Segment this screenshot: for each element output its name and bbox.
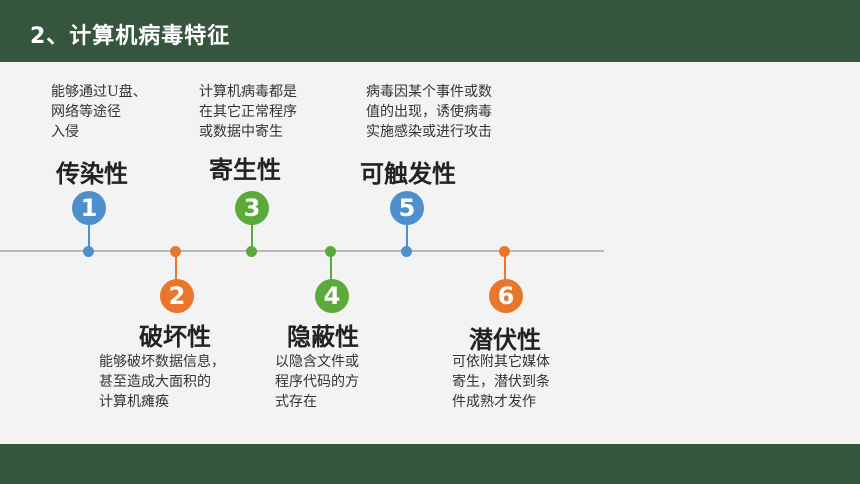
feature-1-desc: 能够通过U盘、 网络等途径 入侵 (51, 84, 147, 140)
feature-2-badge: 2 (160, 279, 194, 313)
page-title: 2、计算机病毒特征 (30, 24, 231, 49)
feature-3-stem (251, 224, 253, 251)
feature-2-stem (175, 251, 177, 281)
feature-3-desc: 计算机病毒都是 在其它正常程序 或数据中寄生 (199, 84, 297, 140)
feature-5-desc: 病毒因某个事件或数 值的出现，诱使病毒 实施感染或进行攻击 (366, 84, 492, 140)
feature-4-badge: 4 (315, 279, 349, 313)
feature-4-desc: 以隐含文件或 程序代码的方 式存在 (275, 354, 359, 410)
feature-5-dot (401, 246, 412, 257)
feature-6-desc: 可依附其它媒体 寄生，潜伏到条 件成熟才发作 (452, 354, 550, 410)
feature-1-title: 传染性 (56, 160, 128, 188)
feature-5-stem (406, 224, 408, 251)
feature-5-badge: 5 (390, 191, 424, 225)
header-bar: 2、计算机病毒特征 (0, 0, 860, 62)
feature-6-badge: 6 (489, 279, 523, 313)
feature-6-stem (504, 251, 506, 281)
footer-bar (0, 444, 860, 484)
feature-3-dot (246, 246, 257, 257)
feature-4-title: 隐蔽性 (287, 323, 359, 351)
feature-1-stem (88, 224, 90, 251)
content-panel (0, 62, 860, 444)
feature-1-dot (83, 246, 94, 257)
feature-2-desc: 能够破坏数据信息， 甚至造成大面积的 计算机瘫痪 (99, 354, 225, 410)
feature-3-title: 寄生性 (209, 156, 281, 184)
feature-3-badge: 3 (235, 191, 269, 225)
feature-6-title: 潜伏性 (469, 326, 541, 354)
feature-5-title: 可触发性 (360, 160, 456, 188)
timeline-line (0, 250, 604, 252)
feature-2-title: 破坏性 (139, 323, 211, 351)
feature-1-badge: 1 (72, 191, 106, 225)
feature-4-stem (330, 251, 332, 281)
